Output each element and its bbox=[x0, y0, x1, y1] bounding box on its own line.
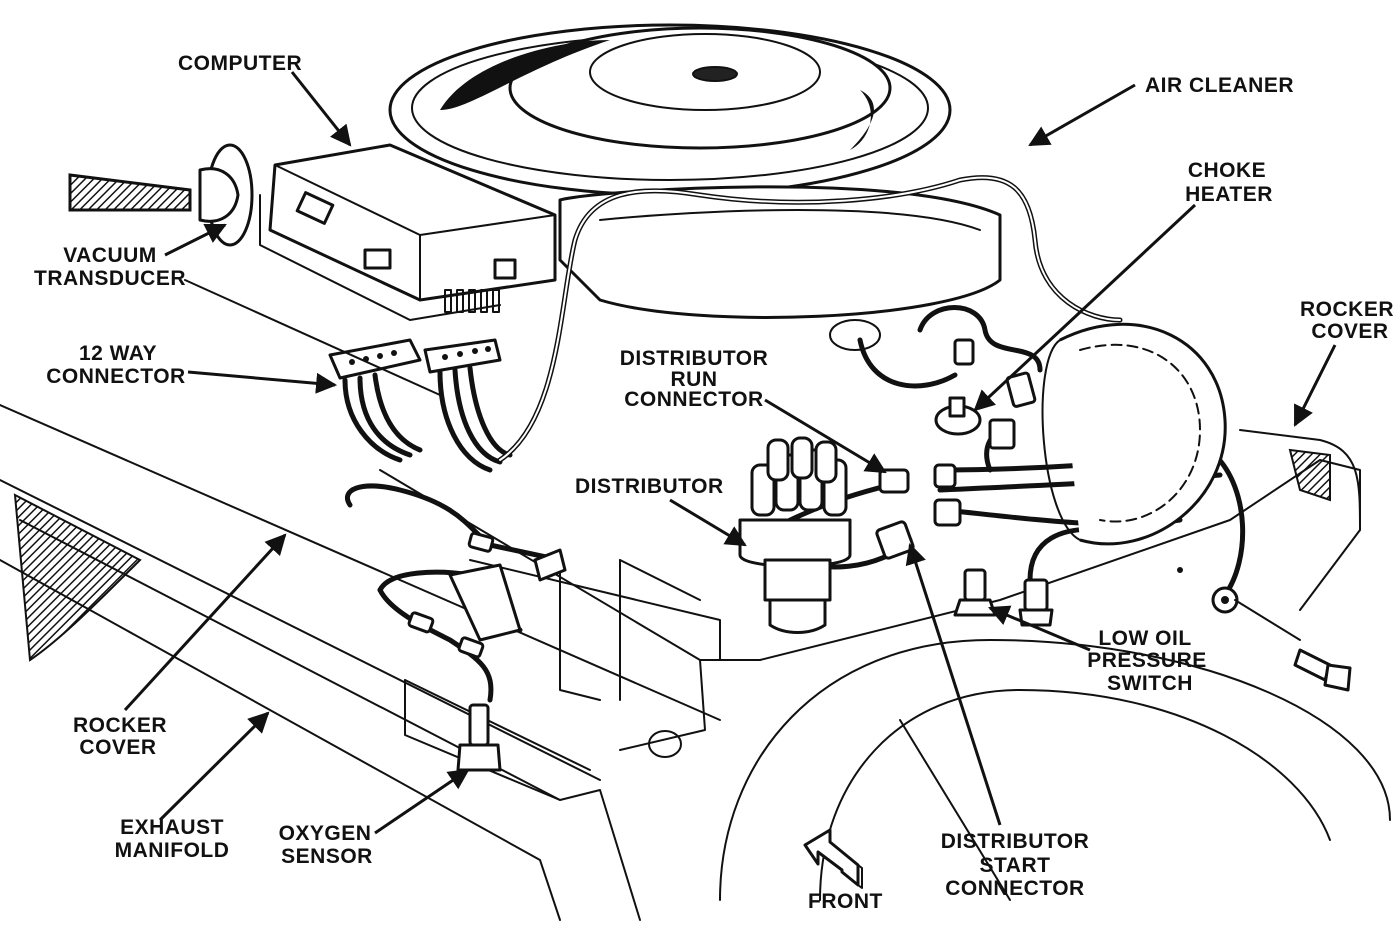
label-twelve-way-connector-line2: CONNECTOR bbox=[46, 365, 185, 388]
twelve-way-connector-leader bbox=[187, 370, 338, 394]
label-rocker-cover-right-line1: ROCKER bbox=[1300, 298, 1394, 321]
exhaust-manifold-leader bbox=[158, 711, 270, 822]
label-exhaust-manifold-line1: EXHAUST bbox=[120, 816, 224, 839]
label-distributor: DISTRIBUTOR bbox=[575, 475, 724, 498]
hatched-shadow bbox=[13, 493, 142, 662]
label-distributor-run-connector-line1: DISTRIBUTOR bbox=[620, 347, 769, 370]
distributor-start-connector-leader bbox=[905, 543, 1002, 826]
choke-heater-leader bbox=[973, 203, 1197, 412]
choke-heater-shape bbox=[934, 338, 1037, 450]
rocker-cover-left-leader bbox=[123, 533, 287, 712]
right-rocker-cover-shape bbox=[1041, 322, 1361, 546]
air-cleaner-leader bbox=[1028, 83, 1136, 147]
label-computer: COMPUTER bbox=[178, 52, 302, 75]
computer-leader bbox=[290, 71, 352, 147]
label-vacuum-transducer-line2: TRANSDUCER bbox=[34, 267, 186, 290]
label-low-oil-pressure-switch-line1: LOW OIL bbox=[1098, 627, 1191, 650]
twelve-way-connector-shape bbox=[328, 338, 513, 473]
label-rocker-cover-left-line2: COVER bbox=[79, 736, 156, 759]
label-low-oil-pressure-switch-line2: PRESSURE bbox=[1087, 649, 1207, 672]
label-distributor-start-connector-line2: START bbox=[980, 854, 1051, 877]
label-twelve-way-connector-line1: 12 WAY bbox=[79, 342, 157, 365]
labels: COMPUTER AIR CLEANER CHOKE HEATER VACUUM… bbox=[34, 52, 1394, 913]
engine-block bbox=[379, 459, 1391, 901]
oxygen-sensor-leader bbox=[374, 768, 470, 835]
label-oxygen-sensor-line1: OXYGEN bbox=[279, 822, 372, 845]
label-distributor-start-connector-line3: CONNECTOR bbox=[945, 877, 1084, 900]
leader-lines bbox=[123, 71, 1337, 835]
vacuum-transducer-leader bbox=[164, 223, 227, 257]
label-choke-heater-line1: CHOKE bbox=[1188, 159, 1266, 182]
vacuum-transducer-shape bbox=[68, 143, 254, 247]
air-cleaner-shape bbox=[388, 23, 1002, 351]
label-rocker-cover-left-line1: ROCKER bbox=[73, 714, 167, 737]
oxygen-sensor-shape bbox=[407, 531, 567, 772]
low-oil-pressure-switch-leader bbox=[988, 605, 1091, 652]
rocker-cover-right-leader bbox=[1293, 344, 1337, 427]
distributor-leader bbox=[669, 498, 747, 547]
label-distributor-start-connector-line1: DISTRIBUTOR bbox=[941, 830, 1090, 853]
computer-connector-pins bbox=[444, 289, 500, 313]
label-choke-heater-line2: HEATER bbox=[1185, 183, 1273, 206]
distributor-run-connector-leader bbox=[764, 398, 887, 474]
distributor-cap-towers bbox=[750, 436, 848, 517]
label-rocker-cover-right-line2: COVER bbox=[1311, 320, 1388, 343]
low-oil-pressure-switch-shape bbox=[953, 568, 1054, 627]
label-oxygen-sensor-line2: SENSOR bbox=[281, 845, 373, 868]
front-arrow-icon bbox=[803, 828, 863, 889]
transducer-line bbox=[184, 279, 441, 396]
label-distributor-run-connector-line3: CONNECTOR bbox=[624, 388, 763, 411]
label-low-oil-pressure-switch-line3: SWITCH bbox=[1107, 672, 1193, 695]
computer-box bbox=[259, 143, 557, 321]
label-vacuum-transducer-line1: VACUUM bbox=[63, 244, 157, 267]
label-distributor-run-connector-line2: RUN bbox=[671, 368, 718, 391]
label-air-cleaner: AIR CLEANER bbox=[1145, 74, 1294, 97]
ground-bolt bbox=[1177, 567, 1352, 692]
distributor-shape bbox=[738, 436, 962, 634]
left-rocker-cover-shape bbox=[0, 404, 721, 921]
label-exhaust-manifold-line2: MANIFOLD bbox=[115, 839, 230, 862]
intake-manifold bbox=[469, 559, 721, 701]
label-front: FRONT bbox=[808, 890, 883, 913]
